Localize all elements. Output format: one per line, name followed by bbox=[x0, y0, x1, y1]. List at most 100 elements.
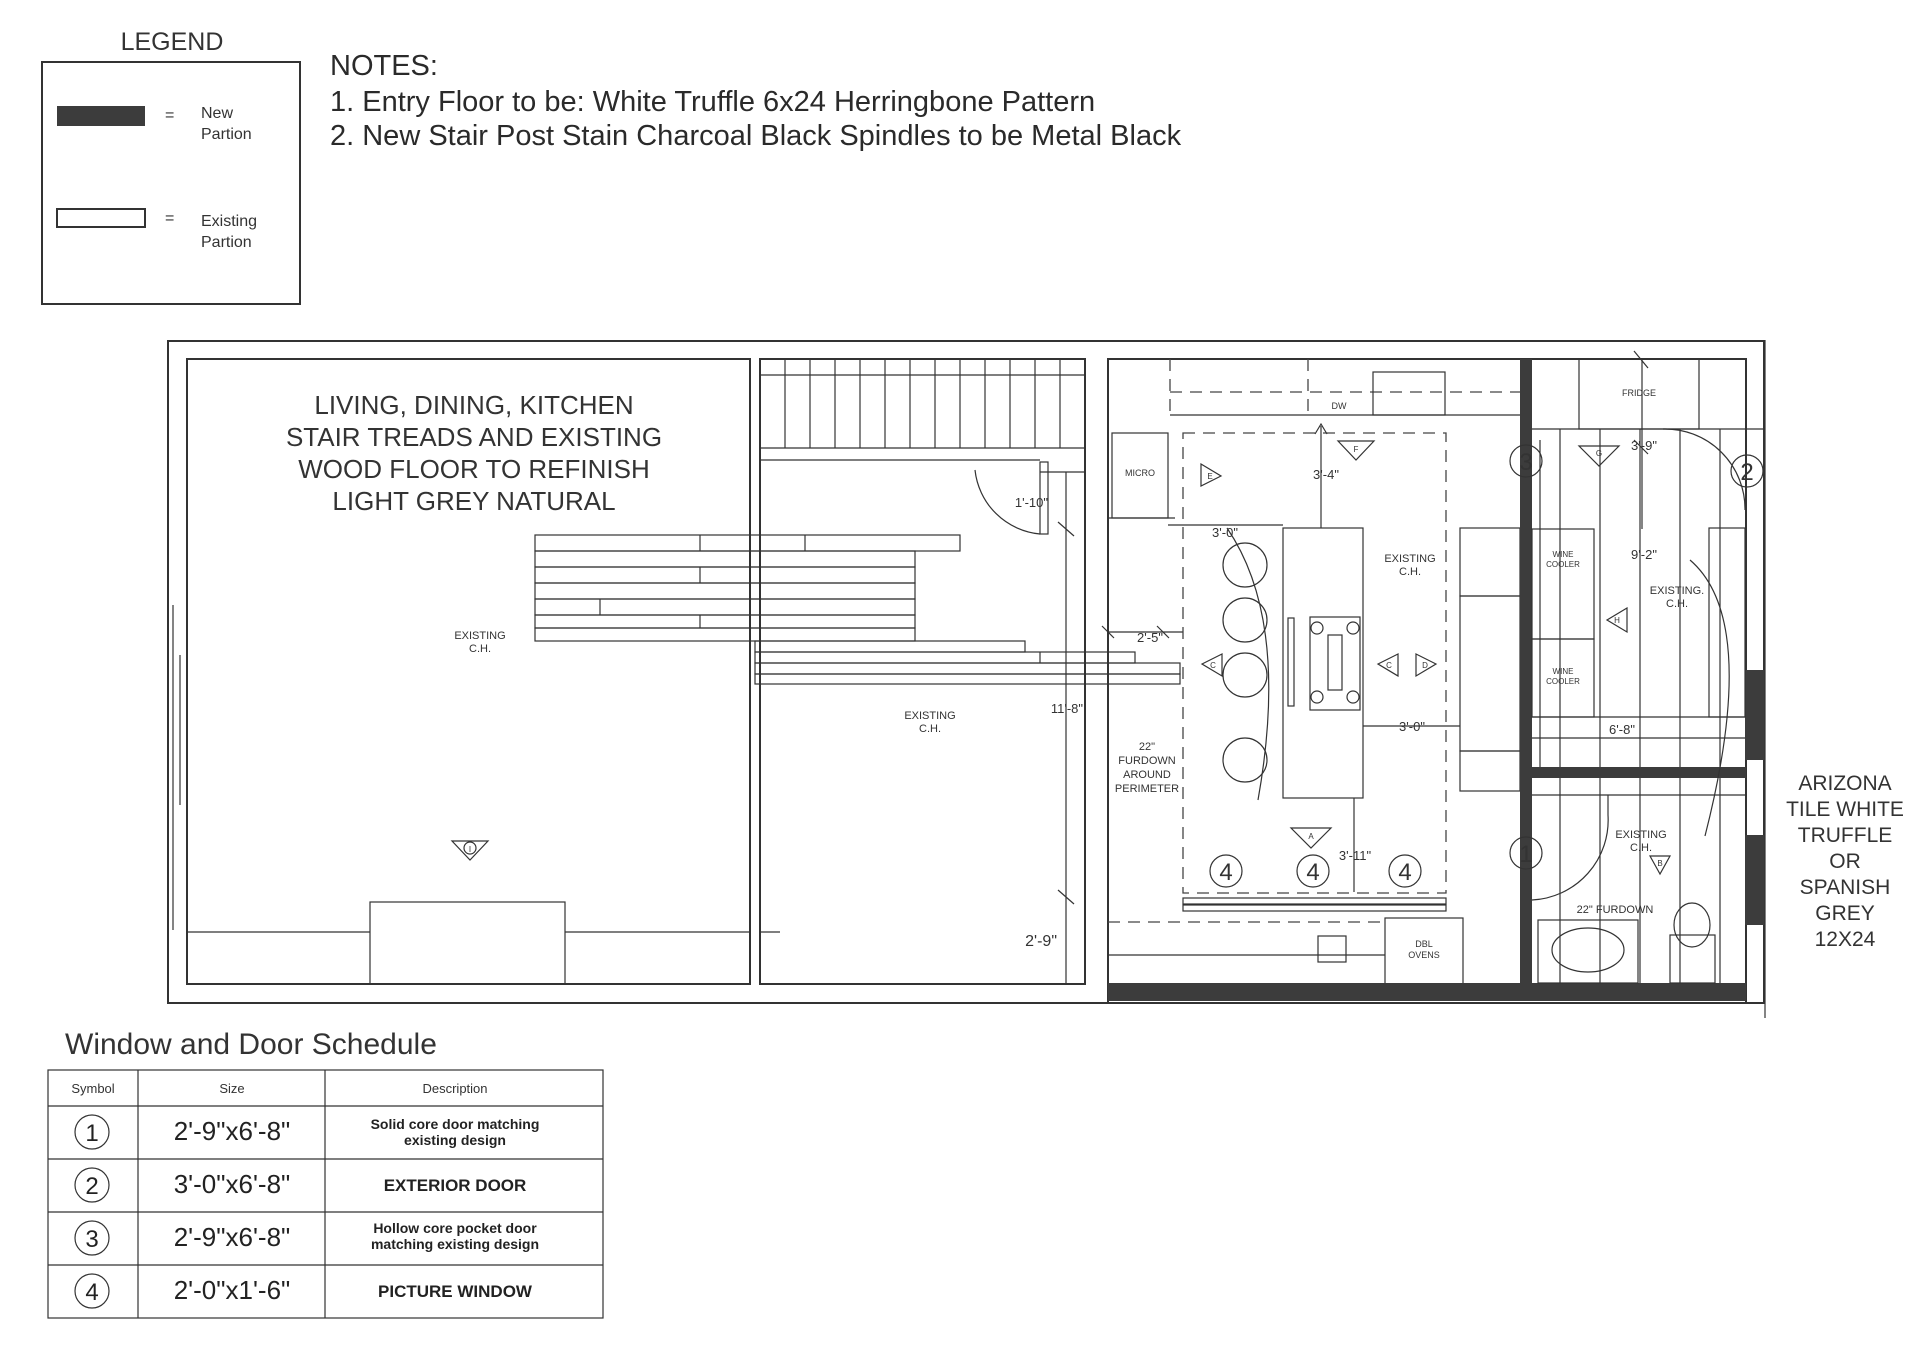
window-mark-4-c: 4 bbox=[1398, 859, 1411, 886]
svg-text:G: G bbox=[1596, 449, 1602, 458]
schedule-row-2-desc-1: EXTERIOR DOOR bbox=[384, 1176, 527, 1195]
legend-existing-eq: = bbox=[165, 210, 174, 227]
schedule-row-1-desc-1: Solid core door matching bbox=[371, 1116, 540, 1132]
entry-ch: C.H. bbox=[919, 723, 941, 735]
window-mark-4-a: 4 bbox=[1219, 859, 1232, 886]
foyer-ch: C.H. bbox=[1666, 598, 1688, 610]
wine-cooler-1-line-1: WINE bbox=[1553, 550, 1574, 559]
bath-furdown: 22" FURDOWN bbox=[1577, 904, 1654, 916]
schedule-row-4-desc-1: PICTURE WINDOW bbox=[378, 1282, 533, 1301]
notes: NOTES: 1. Entry Floor to be: White Truff… bbox=[330, 50, 1182, 152]
svg-text:A: A bbox=[1308, 832, 1314, 841]
notes-line-1: 1. Entry Floor to be: White Truffle 6x24… bbox=[330, 86, 1095, 118]
bath-existing: EXISTING bbox=[1615, 829, 1666, 841]
schedule-row-2-size: 3'-0"x6'-8" bbox=[174, 1169, 291, 1199]
dim-9-2: 9'-2" bbox=[1631, 547, 1657, 562]
schedule-row-1-desc-2: existing design bbox=[404, 1132, 506, 1148]
bath: EXISTING C.H. 22" FURDOWN B 1 bbox=[1509, 778, 1745, 984]
svg-text:C: C bbox=[1386, 661, 1392, 670]
svg-text:F: F bbox=[1354, 445, 1359, 454]
legend-new-swatch bbox=[57, 106, 145, 126]
window-door-schedule: Window and Door Schedule Symbol Size Des… bbox=[47, 1028, 604, 1319]
tile-note: ARIZONA TILE WHITE TRUFFLE OR SPANISH GR… bbox=[1764, 340, 1904, 1018]
svg-text:E: E bbox=[1207, 472, 1212, 481]
legend-existing-label-2: Partion bbox=[201, 234, 252, 251]
window-mark-4-b: 4 bbox=[1306, 859, 1319, 886]
schedule-row-3-desc-1: Hollow core pocket door bbox=[373, 1220, 537, 1236]
entry-existing: EXISTING bbox=[904, 710, 955, 722]
tile-note-line-7: 12X24 bbox=[1815, 928, 1876, 951]
legend-box bbox=[41, 61, 301, 305]
wine-cooler-2-line-2: COOLER bbox=[1546, 677, 1580, 686]
schedule-row-4-size: 2'-0"x1'-6" bbox=[174, 1275, 291, 1305]
ovens-line-1: DBL bbox=[1415, 939, 1433, 949]
bath-ch: C.H. bbox=[1630, 842, 1652, 854]
door-mark-2: 2 bbox=[1740, 459, 1753, 486]
living-note-line-2: STAIR TREADS AND EXISTING bbox=[286, 422, 662, 452]
legend-new-eq: = bbox=[165, 107, 174, 124]
schedule-row-1-symbol: 1 bbox=[85, 1120, 98, 1147]
living-note: LIVING, DINING, KITCHEN STAIR TREADS AND… bbox=[286, 390, 662, 516]
notes-line-2: 2. New Stair Post Stain Charcoal Black S… bbox=[330, 120, 1182, 152]
door-mark-1: 1 bbox=[1519, 841, 1532, 868]
wine-cooler-1-line-2: COOLER bbox=[1546, 560, 1580, 569]
living-ch: C.H. bbox=[469, 643, 491, 655]
svg-text:H: H bbox=[1614, 616, 1620, 625]
dim-6-8: 6'-8" bbox=[1609, 722, 1635, 737]
schedule-title: Window and Door Schedule bbox=[65, 1028, 437, 1061]
furdown-line-1: 22" bbox=[1139, 741, 1155, 753]
tile-note-line-6: GREY bbox=[1815, 902, 1875, 925]
legend-title: LEGEND bbox=[121, 28, 224, 56]
furdown-line-3: AROUND bbox=[1123, 769, 1171, 781]
legend-new-label-2: Partion bbox=[201, 126, 252, 143]
schedule-header-size: Size bbox=[219, 1081, 244, 1096]
legend-new-label-1: New bbox=[201, 105, 233, 122]
tile-note-line-4: OR bbox=[1829, 850, 1861, 873]
ovens-line-2: OVENS bbox=[1408, 950, 1440, 960]
kitchen: DW MICRO 3'-4" 3'-0" 3'-0" 3'-11" EXISTI… bbox=[1108, 359, 1521, 986]
living-note-line-1: LIVING, DINING, KITCHEN bbox=[314, 390, 633, 420]
schedule-header-description: Description bbox=[422, 1081, 487, 1096]
schedule-row-3-desc-2: matching existing design bbox=[371, 1236, 539, 1252]
elevation-tag-i: I bbox=[450, 840, 490, 861]
dim-2-9: 2'-9" bbox=[1025, 933, 1057, 950]
tile-note-line-1: ARIZONA bbox=[1798, 772, 1891, 795]
svg-text:D: D bbox=[1422, 661, 1428, 670]
dim-2-5: 2'-5" bbox=[1137, 630, 1163, 645]
schedule-row-1-size: 2'-9"x6'-8" bbox=[174, 1116, 291, 1146]
schedule-row-3-size: 2'-9"x6'-8" bbox=[174, 1222, 291, 1252]
furdown-line-2: FURDOWN bbox=[1118, 755, 1175, 767]
dimension-lines: 1'-10" 11'-8" 2'-9" 2'-5" bbox=[1015, 471, 1183, 985]
dw-label: DW bbox=[1332, 401, 1347, 411]
legend-existing-label-1: Existing bbox=[201, 213, 257, 230]
living-existing: EXISTING bbox=[454, 630, 505, 642]
svg-text:B: B bbox=[1657, 859, 1662, 868]
tile-note-line-2: TILE WHITE bbox=[1786, 798, 1904, 821]
foyer: FRIDGE WINE COOLER WINE COOLER EXISTING.… bbox=[1509, 350, 1765, 837]
schedule-row-2-symbol: 2 bbox=[85, 1173, 98, 1200]
dim-3-0-a: 3'-0" bbox=[1212, 525, 1238, 540]
legend-existing-swatch bbox=[56, 208, 146, 228]
schedule-row-4-symbol: 4 bbox=[85, 1279, 98, 1306]
fridge-label: FRIDGE bbox=[1622, 388, 1656, 398]
tile-note-line-3: TRUFFLE bbox=[1798, 824, 1893, 847]
door-mark-3: 3 bbox=[1519, 449, 1532, 476]
kitchen-ch: C.H. bbox=[1399, 566, 1421, 578]
dim-3-11: 3'-11" bbox=[1339, 848, 1372, 863]
dim-3-9: 3'-9" bbox=[1631, 438, 1657, 453]
elevation-tags-kitchen: F E C C D A bbox=[1200, 440, 1438, 849]
kitchen-existing: EXISTING bbox=[1384, 553, 1435, 565]
living-note-line-4: LIGHT GREY NATURAL bbox=[332, 486, 615, 516]
wine-cooler-2-line-1: WINE bbox=[1553, 667, 1574, 676]
micro-label: MICRO bbox=[1125, 468, 1155, 478]
notes-title: NOTES: bbox=[330, 50, 438, 82]
foyer-existing: EXISTING. bbox=[1650, 585, 1704, 597]
tile-note-line-5: SPANISH bbox=[1800, 876, 1891, 899]
new-partitions bbox=[1108, 359, 1765, 1001]
dim-3-4: 3'-4" bbox=[1313, 467, 1339, 482]
stair-treads bbox=[534, 359, 1181, 685]
schedule-header-symbol: Symbol bbox=[71, 1081, 114, 1096]
dim-3-0-b: 3'-0" bbox=[1399, 719, 1425, 734]
furdown-line-4: PERIMETER bbox=[1115, 783, 1179, 795]
